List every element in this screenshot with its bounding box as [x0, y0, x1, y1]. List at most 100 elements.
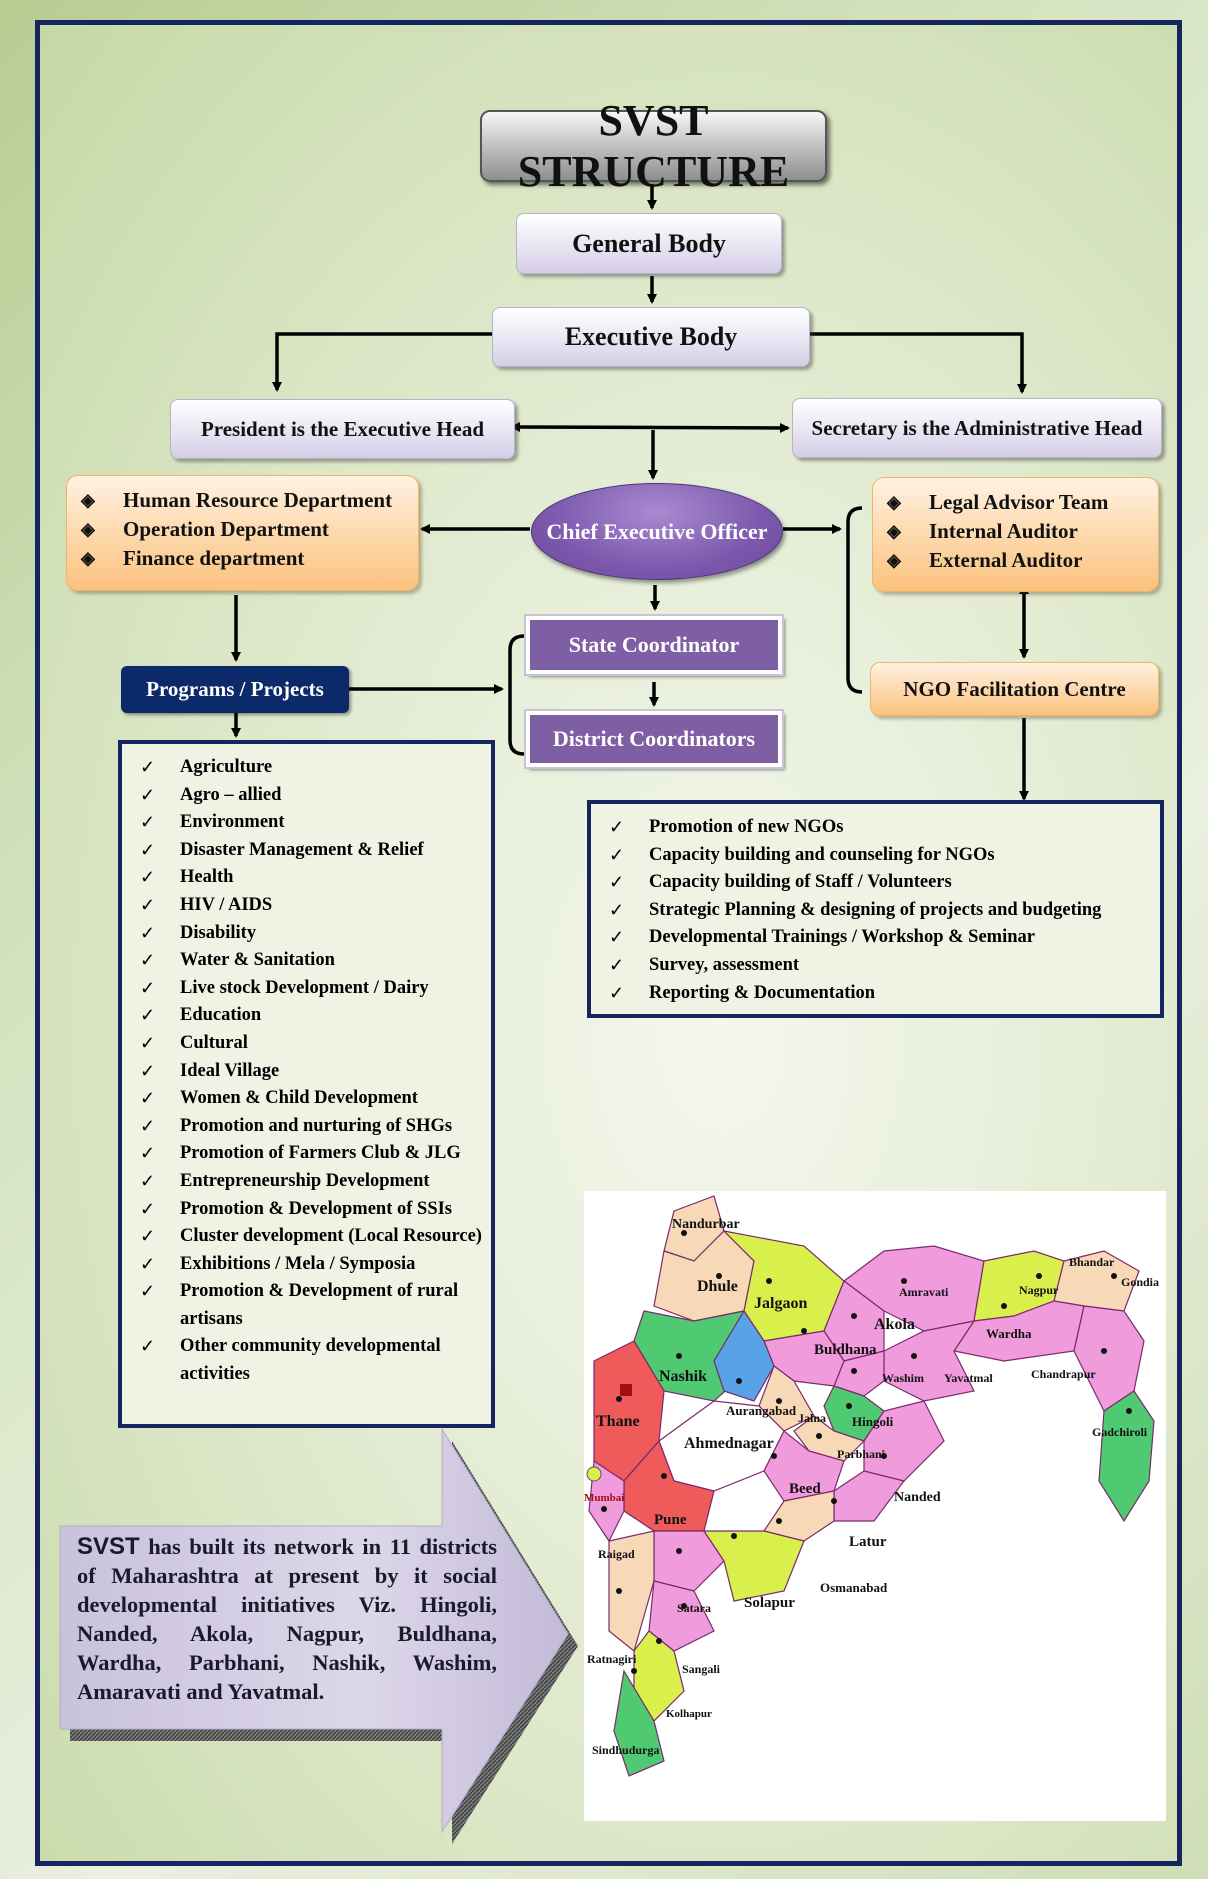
map-region-osmanabad [763, 1490, 835, 1542]
list-item: ◈Finance department [67, 544, 418, 573]
check-icon: ✓ [140, 1170, 156, 1191]
list-item: ✓Promotion of new NGOs [591, 814, 1160, 842]
map-label: Bhandar [1069, 1255, 1115, 1269]
map-label: Ratnagiri [587, 1652, 637, 1666]
list-item: ✓Ideal Village [122, 1058, 491, 1086]
list-item: ✓Cluster development (Local Resource) [122, 1223, 491, 1251]
list-item: ✓Live stock Development / Dairy [122, 975, 491, 1003]
diamond-bullet-icon: ◈ [81, 490, 95, 510]
map-label: Kolhapur [666, 1708, 712, 1720]
check-icon: ✓ [609, 844, 625, 865]
list-item: ✓Education [122, 1002, 491, 1030]
map-label: Latur [849, 1534, 887, 1550]
map-label: Aurangabad [726, 1403, 797, 1418]
programs-projects-button[interactable]: Programs / Projects [121, 666, 349, 713]
map-label: Amravati [899, 1285, 949, 1299]
list-item: ◈Internal Auditor [873, 517, 1158, 546]
note-lead: SVST [77, 1533, 140, 1560]
map-region-sangali [648, 1580, 715, 1652]
check-icon: ✓ [609, 927, 625, 948]
check-icon: ✓ [140, 1198, 156, 1219]
note-text: has built its network in 11 districts of… [77, 1534, 497, 1704]
check-icon: ✓ [140, 1336, 156, 1357]
diamond-bullet-icon: ◈ [81, 519, 95, 539]
map-label: Nagpur [1019, 1283, 1059, 1297]
list-item: ✓Agriculture [122, 754, 491, 782]
list-item: ◈Operation Department [67, 515, 418, 544]
map-label: Satara [677, 1601, 711, 1615]
map-label: Sindhudurga [592, 1743, 659, 1757]
map-label: Wardha [986, 1326, 1032, 1341]
map-marker-mumbai [586, 1466, 602, 1482]
check-icon: ✓ [140, 812, 156, 833]
maharashtra-map: Nandurbar Dhule Jalgaon Amravati Akola N… [584, 1191, 1166, 1821]
list-item: ✓Promotion & Development of rural artisa… [122, 1278, 491, 1333]
list-item: ✓Promotion and nurturing of SHGs [122, 1113, 491, 1141]
check-icon: ✓ [140, 839, 156, 860]
map-label: Pune [654, 1512, 687, 1528]
map-label: Gadchiroli [1092, 1425, 1148, 1439]
map-label: Solapur [744, 1595, 795, 1611]
map-region-raigad [588, 1459, 625, 1543]
diamond-bullet-icon: ◈ [887, 492, 901, 512]
list-item: ✓Promotion & Development of SSIs [122, 1196, 491, 1224]
list-item: ✓Entrepreneurship Development [122, 1168, 491, 1196]
check-icon: ✓ [609, 954, 625, 975]
list-item: ✓Exhibitions / Mela / Symposia [122, 1251, 491, 1279]
ngo-facilitation-box: NGO Facilitation Centre [870, 662, 1159, 716]
check-icon: ✓ [140, 1143, 156, 1164]
map-label: Sangali [682, 1662, 721, 1676]
executive-body-box: Executive Body [492, 307, 810, 367]
map-region-ratnagiri [608, 1530, 655, 1653]
list-item: ✓Promotion of Farmers Club & JLG [122, 1140, 491, 1168]
map-label: Akola [874, 1316, 915, 1333]
check-icon: ✓ [609, 982, 625, 1003]
list-item: ✓Cultural [122, 1030, 491, 1058]
check-icon: ✓ [140, 977, 156, 998]
diamond-bullet-icon: ◈ [887, 521, 901, 541]
list-item: ✓Disability [122, 920, 491, 948]
map-label: Nashik [659, 1368, 707, 1385]
map-label: Nanded [894, 1490, 941, 1505]
list-item: ✓Other community developmental activitie… [122, 1333, 491, 1388]
map-label: Thane [596, 1413, 640, 1430]
list-item: ◈Human Resource Department [67, 486, 418, 515]
list-item: ✓HIV / AIDS [122, 892, 491, 920]
departments-box: ◈Human Resource Department ◈Operation De… [66, 475, 419, 591]
check-icon: ✓ [140, 1281, 156, 1302]
map-label: Hingoli [852, 1414, 894, 1429]
map-label: Washim [882, 1371, 924, 1385]
map-label: Dhule [697, 1278, 738, 1295]
map-label: Gondia [1121, 1275, 1159, 1289]
list-item: ✓Disaster Management & Relief [122, 837, 491, 865]
check-icon: ✓ [140, 950, 156, 971]
list-item: ✓Capacity building and counseling for NG… [591, 842, 1160, 870]
check-icon: ✓ [140, 1115, 156, 1136]
ceo-ellipse: Chief Executive Officer [531, 483, 783, 580]
list-item: ◈External Auditor [873, 546, 1158, 575]
check-icon: ✓ [140, 1005, 156, 1026]
map-label: Jalgaon [754, 1295, 807, 1312]
programs-list: ✓Agriculture✓Agro – allied✓Environment✓D… [118, 740, 495, 1428]
list-item: ✓Survey, assessment [591, 952, 1160, 980]
network-note: SVST has built its network in 11 distric… [77, 1532, 497, 1706]
list-item: ◈Legal Advisor Team [873, 488, 1158, 517]
map-label: Beed [789, 1481, 821, 1497]
map-label: Nandurbar [672, 1217, 740, 1232]
map-region-yavatmal [883, 1320, 976, 1402]
list-item: ✓Environment [122, 809, 491, 837]
list-item: ✓Water & Sanitation [122, 947, 491, 975]
list-item: ✓Reporting & Documentation [591, 980, 1160, 1008]
check-icon: ✓ [609, 872, 625, 893]
check-icon: ✓ [609, 817, 625, 837]
check-icon: ✓ [140, 867, 156, 888]
map-label: Osmanabad [820, 1580, 888, 1595]
map-region-solapur [702, 1530, 805, 1602]
map-label: Parbhani [837, 1447, 886, 1461]
check-icon: ✓ [609, 899, 625, 920]
map-region-sindhudurga [613, 1669, 665, 1777]
map-label: Yavatmal [944, 1371, 993, 1385]
secretary-box: Secretary is the Administrative Head [792, 398, 1162, 458]
map-label: Buldhana [814, 1342, 877, 1358]
